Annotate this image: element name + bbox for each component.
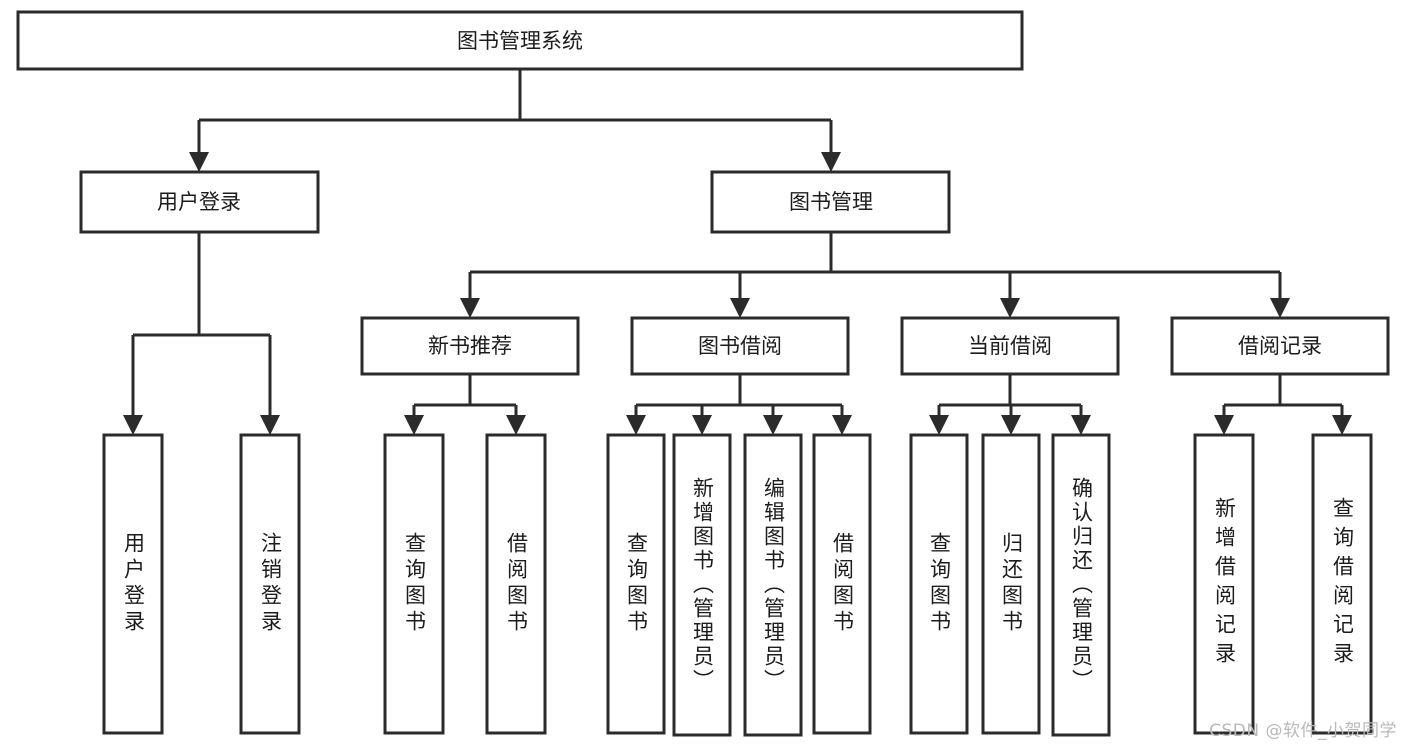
arrowhead-book-management: [821, 152, 841, 172]
node-book-management[interactable]: 图书管理: [710, 170, 951, 234]
arrowhead-user-login: [189, 152, 209, 172]
node-leaf-user-login-box[interactable]: [102, 433, 164, 735]
leaf-boxes: [102, 433, 1373, 737]
node-leaf-query-book-new-box[interactable]: [383, 433, 445, 735]
arrowhead-leaf-edit-book-admin: [763, 415, 783, 435]
node-user-login[interactable]: 用户登录: [79, 170, 320, 234]
node-book-management-label: 图书管理: [789, 190, 873, 214]
connector-new-book-recommend-to-leaves: [404, 374, 526, 435]
node-user-login-box[interactable]: [79, 170, 320, 234]
arrowhead-leaf-confirm-return-admin: [1071, 415, 1091, 435]
arrowhead-new-book-recommend: [460, 298, 480, 318]
connector-user-login-to-leaves: [123, 232, 280, 435]
node-root-label: 图书管理系统: [457, 29, 583, 53]
node-user-login-label: 用户登录: [157, 190, 241, 214]
node-book-management-box[interactable]: [710, 170, 951, 234]
arrowhead-leaf-query-book-new: [404, 415, 424, 435]
arrowhead-leaf-query-book-current: [929, 415, 949, 435]
node-borrow-records-box[interactable]: [1170, 316, 1390, 376]
arrowhead-leaf-user-login: [123, 415, 143, 435]
node-current-borrow[interactable]: 当前借阅: [900, 316, 1120, 376]
node-current-borrow-box[interactable]: [900, 316, 1120, 376]
node-leaf-add-borrow-record-box[interactable]: [1193, 433, 1255, 735]
node-leaf-query-book-borrow-box[interactable]: [606, 433, 666, 735]
connector-book-management-to-level3: [460, 232, 1290, 318]
node-book-borrow-box[interactable]: [630, 316, 850, 376]
arrowhead-leaf-user-logout: [260, 415, 280, 435]
node-leaf-query-book-current-box[interactable]: [909, 433, 969, 735]
node-leaf-user-logout-box[interactable]: [239, 433, 301, 735]
node-new-book-recommend[interactable]: 新书推荐: [360, 316, 580, 376]
node-book-borrow[interactable]: 图书借阅: [630, 316, 850, 376]
node-borrow-records[interactable]: 借阅记录: [1170, 316, 1390, 376]
node-leaf-borrow-book-new-box[interactable]: [485, 433, 547, 735]
arrowhead-leaf-return-book: [1001, 415, 1021, 435]
arrowhead-book-borrow: [730, 298, 750, 318]
arrowhead-borrow-records: [1270, 298, 1290, 318]
node-leaf-add-book-admin-box[interactable]: [672, 433, 732, 737]
arrowhead-leaf-borrow-book: [832, 415, 852, 435]
connector-book-borrow-to-leaves: [626, 374, 852, 435]
node-leaf-query-borrow-record-box[interactable]: [1311, 433, 1373, 735]
csdn-watermark: CSDN @软件_小贺同学: [1209, 721, 1397, 741]
connector-current-borrow-to-leaves: [929, 374, 1091, 435]
node-borrow-records-label: 借阅记录: [1238, 334, 1322, 358]
arrowhead-leaf-add-borrow-record: [1214, 415, 1234, 435]
arrowhead-leaf-query-book-borrow: [626, 415, 646, 435]
node-new-book-recommend-box[interactable]: [360, 316, 580, 376]
connector-borrow-records-to-leaves: [1214, 374, 1352, 435]
node-root[interactable]: 图书管理系统: [16, 10, 1024, 71]
node-leaf-borrow-book-box[interactable]: [812, 433, 872, 735]
arrowhead-leaf-query-borrow-record: [1332, 415, 1352, 435]
arrowhead-leaf-borrow-book-new: [506, 415, 526, 435]
node-root-box[interactable]: [16, 10, 1024, 71]
connector-root-to-level2: [189, 69, 841, 172]
node-leaf-edit-book-admin-box[interactable]: [743, 433, 803, 737]
node-leaf-return-book-box[interactable]: [981, 433, 1041, 735]
node-new-book-recommend-label: 新书推荐: [428, 334, 512, 358]
node-current-borrow-label: 当前借阅: [968, 334, 1052, 358]
node-book-borrow-label: 图书借阅: [698, 334, 782, 358]
arrowhead-current-borrow: [1000, 298, 1020, 318]
arrowhead-leaf-add-book-admin: [692, 415, 712, 435]
node-leaf-confirm-return-admin-box[interactable]: [1051, 433, 1111, 737]
